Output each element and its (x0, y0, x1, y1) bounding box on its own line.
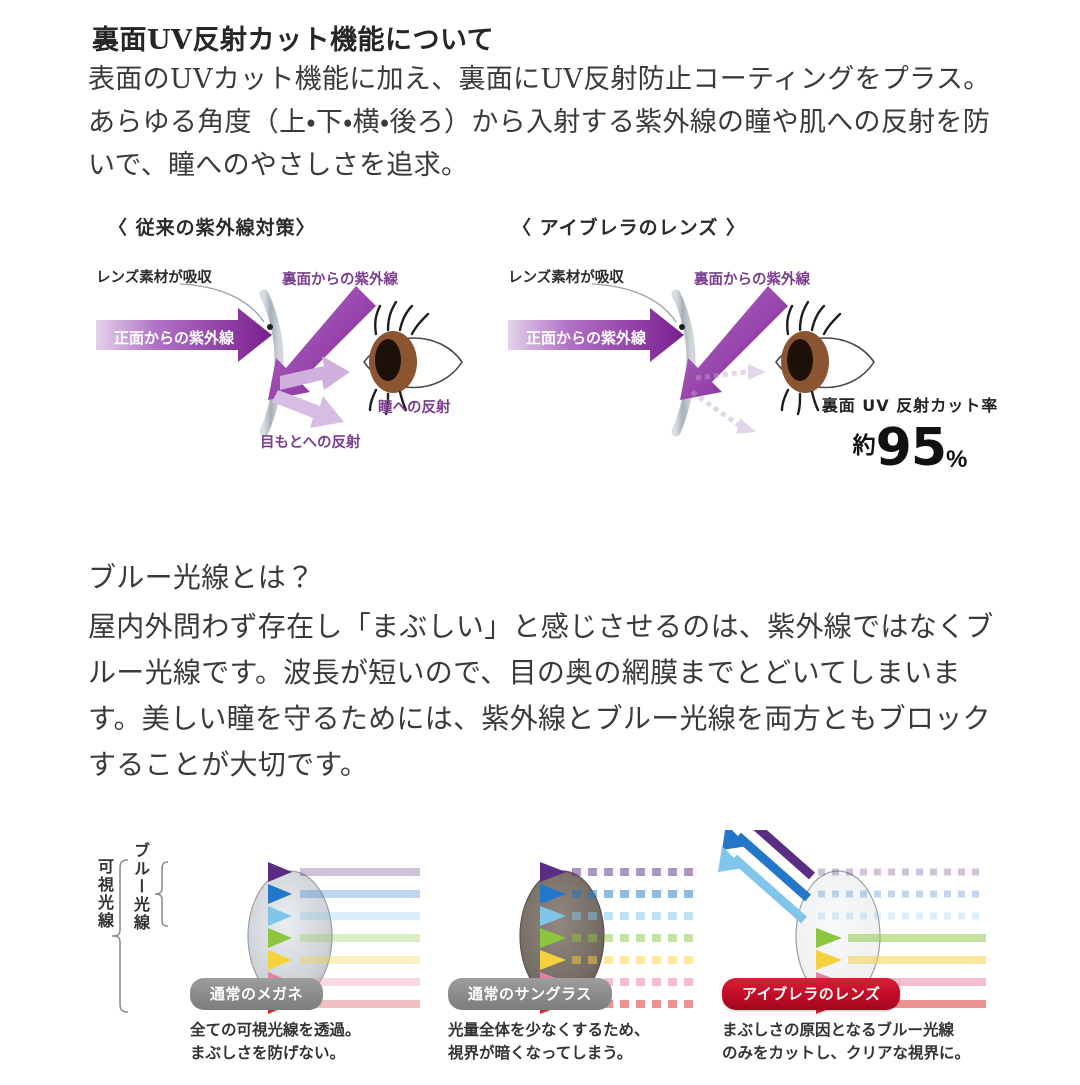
eyebrella-lens-illustration (508, 283, 875, 437)
panel-title-eyebrella: 〈 アイブレラのレンズ 〉 (512, 217, 746, 239)
label-eyearea-reflection: 目もとへの反射 (260, 435, 361, 451)
stat-number: 95 (875, 418, 947, 478)
diagram-conventional-lens: レンズ素材が吸収 裏面からの紫外線 正面からの紫外線 瞳への反射 目もとへの反射 (88, 250, 518, 480)
stat-prefix: 約 (852, 432, 876, 458)
eye-illustration (363, 300, 463, 416)
comparison-item-normal-glasses: 通常のメガネ 全ての可視光線を透過。 まぶしさを防げない。 (190, 978, 450, 1065)
diagram-eyebrella-lens: レンズ素材が吸収 裏面からの紫外線 正面からの紫外線 裏面 UV 反射カット率 … (500, 250, 997, 480)
uv-cut-rate-stat: 裏面 UV 反射カット率 約95% (810, 392, 1010, 478)
front-uv-arrow (96, 308, 272, 362)
caption-line-2: のみをカットし、クリアな視界に。 (722, 1044, 971, 1062)
stat-caption: 裏面 UV 反射カット率 (821, 396, 999, 415)
badge-eyebrella: アイブレラのレンズ (722, 978, 901, 1010)
blue-light-heading: ブルー光線とは？ (88, 561, 315, 594)
caption-line-1: 全ての可視光線を透過。 (190, 1021, 361, 1039)
axis-brackets (111, 859, 169, 1013)
conventional-lens-illustration (96, 283, 463, 437)
axis-label-blue-light: ブルー光線 (131, 842, 150, 932)
comparison-item-sunglasses: 通常のサングラス 光量全体を少なくするため、 視界が暗くなってしまう。 (448, 978, 708, 1065)
caption-sunglasses: 光量全体を少なくするため、 視界が暗くなってしまう。 (448, 1019, 708, 1065)
caption-line-1: 光量全体を少なくするため、 (448, 1021, 650, 1039)
label-lens-absorb-left: レンズ素材が吸収 (96, 270, 212, 286)
label-pupil-reflection: 瞳への反射 (378, 400, 451, 416)
back-uv-arrow (268, 286, 376, 400)
label-front-uv-right: 正面からの紫外線 (526, 329, 647, 347)
axis-label-visible-light: 可視光線 (95, 858, 114, 930)
caption-eyebrella: まぶしさの原因となるブルー光線 のみをカットし、クリアな視界に。 (722, 1019, 982, 1065)
blocked-reflection-arrows (690, 364, 766, 434)
stat-unit: % (946, 446, 968, 473)
reflection-arrows (272, 356, 350, 428)
label-front-uv-left: 正面からの紫外線 (114, 329, 235, 347)
caption-line-2: 視界が暗くなってしまう。 (448, 1044, 633, 1062)
badge-sunglasses: 通常のサングラス (448, 978, 612, 1010)
caption-line-1: まぶしさの原因となるブルー光線 (722, 1021, 955, 1039)
caption-line-2: まぶしさを防げない。 (190, 1044, 346, 1062)
caption-normal-glasses: 全ての可視光線を透過。 まぶしさを防げない。 (190, 1019, 450, 1065)
light-ray-comparison-svg (111, 802, 986, 1014)
front-uv-arrow (508, 308, 684, 362)
stat-value-group: 約95% (810, 418, 1010, 478)
label-back-uv-right: 裏面からの紫外線 (694, 272, 810, 288)
lens-comparison-diagram: 可視光線 ブルー光線 通常のメガネ 全ての可視光線を透過。 まぶしさを防げない。… (0, 802, 1080, 1080)
label-lens-absorb-right: レンズ素材が吸収 (508, 270, 624, 286)
label-back-uv-left: 裏面からの紫外線 (282, 272, 398, 288)
badge-normal-glasses: 通常のメガネ (190, 978, 324, 1010)
back-uv-arrow (680, 286, 788, 400)
panel-title-conventional: 〈 従来の紫外線対策〉 (108, 217, 316, 239)
uv-section-heading: 裏面UV反射カット機能について (92, 25, 495, 56)
eye-illustration (775, 300, 875, 416)
uv-section-body: 表面のUVカット機能に加え、裏面にUV反射防止コーティングをプラス。あらゆる角度… (88, 64, 991, 181)
panel-normal-glasses (176, 862, 420, 1014)
comparison-item-eyebrella: アイブレラのレンズ まぶしさの原因となるブルー光線 のみをカットし、クリアな視界… (722, 978, 982, 1065)
blue-light-body: 屋内外問わず存在し「まぶしい」と感じさせるのは、紫外線ではなくブルー光線です。波… (88, 610, 994, 781)
arrowheads-panel2 (540, 862, 566, 1014)
